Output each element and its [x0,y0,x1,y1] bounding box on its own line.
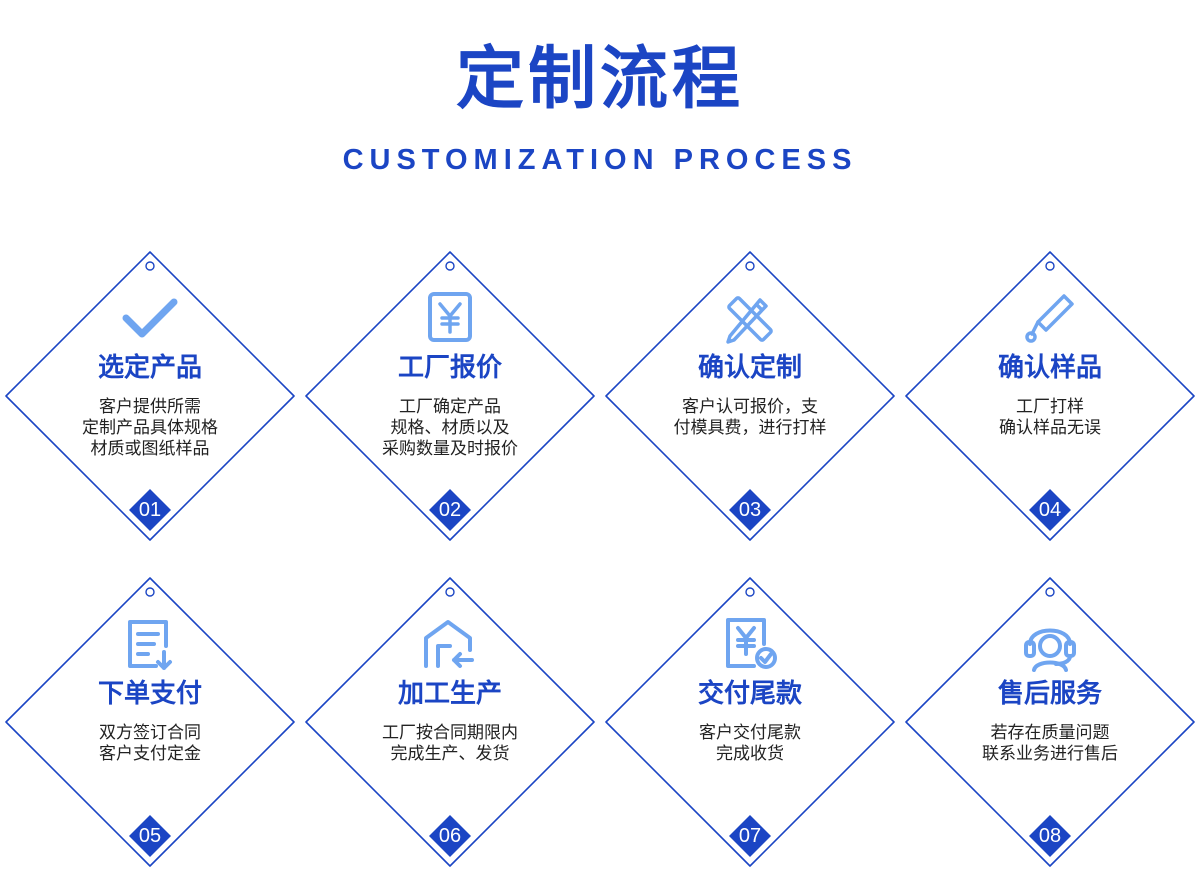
step-title: 加工生产 [397,679,502,709]
step-number: 05 [138,825,162,847]
diamond-frame [605,251,895,541]
order-download-icon [128,620,172,670]
step-description-line: 联系业务进行售后 [982,744,1118,764]
step-description-line: 双方签订合同 [99,723,201,743]
step-description-line: 完成生产、发货 [390,744,510,764]
step-number-badge [129,815,171,857]
step-description-line: 采购数量及时报价 [382,439,518,459]
step-description-line: 完成收货 [716,744,784,764]
factory-icon [424,620,474,668]
check-icon [122,298,178,338]
step-number: 03 [738,499,762,521]
step-description: 客户提供所需定制产品具体规格材质或图纸样品 [50,397,250,460]
step-description-line: 客户提供所需 [99,397,201,417]
step-number: 02 [438,499,462,521]
step-card-04: 确认样品 工厂打样确认样品无误 04 [900,246,1200,546]
page-subtitle: CUSTOMIZATION PROCESS [342,144,858,176]
step-card-02: 工厂报价 工厂确定产品规格、材质以及采购数量及时报价 02 [300,246,600,546]
step-description-line: 工厂打样 [1016,397,1084,417]
step-number: 07 [738,825,762,847]
step-description-line: 确认样品无误 [999,418,1101,438]
step-title: 选定产品 [97,353,202,383]
step-description-line: 材质或图纸样品 [90,439,210,459]
diamond-frame [905,577,1195,867]
diamond-frame [5,251,295,541]
step-number: 06 [438,825,462,847]
step-card-08: 售后服务 若存在质量问题联系业务进行售后 08 [900,572,1200,872]
diamond-frame [605,577,895,867]
step-description: 客户交付尾款完成收货 [650,723,850,765]
headset-icon [1024,628,1076,672]
step-description: 若存在质量问题联系业务进行售后 [950,723,1150,765]
step-title: 下单支付 [97,679,202,709]
diamond-frame [905,251,1195,541]
pencil-ruler-icon [726,296,773,344]
step-number-badge [1029,815,1071,857]
step-number-badge [129,489,171,531]
step-description: 双方签订合同客户支付定金 [50,723,250,765]
diamond-frame [305,577,595,867]
step-number: 08 [1038,825,1062,847]
step-description-line: 客户认可报价，支 [682,397,818,417]
step-number: 01 [138,499,162,521]
step-number-badge [429,815,471,857]
step-card-05: 下单支付 双方签订合同客户支付定金 05 [0,572,300,872]
step-description: 工厂按合同期限内完成生产、发货 [350,723,550,765]
step-title: 工厂报价 [397,353,502,383]
step-title: 交付尾款 [697,679,802,709]
step-card-03: 确认定制 客户认可报价，支付模具费，进行打样 03 [600,246,900,546]
step-number-badge [429,489,471,531]
yen-quote-icon [428,292,472,342]
step-card-06: 加工生产 工厂按合同期限内完成生产、发货 06 [300,572,600,872]
diamond-frame [5,577,295,867]
step-description: 客户认可报价，支付模具费，进行打样 [650,397,850,439]
diamond-frame [305,251,595,541]
page-title: 定制流程 [455,40,744,119]
step-number: 04 [1038,499,1062,521]
step-description-line: 定制产品具体规格 [82,418,218,438]
step-card-01: 选定产品 客户提供所需定制产品具体规格材质或图纸样品 01 [0,246,300,546]
step-card-07: 交付尾款 客户交付尾款完成收货 07 [600,572,900,872]
step-number-badge [729,489,771,531]
step-description-line: 客户交付尾款 [699,723,801,743]
step-description: 工厂打样确认样品无误 [950,397,1150,439]
step-description-line: 付模具费，进行打样 [673,418,827,438]
step-description-line: 规格、材质以及 [390,418,510,438]
step-description-line: 工厂按合同期限内 [382,723,518,743]
step-description: 工厂确定产品规格、材质以及采购数量及时报价 [350,397,550,460]
step-description-line: 客户支付定金 [99,744,201,764]
step-description-line: 若存在质量问题 [990,723,1110,743]
step-title: 售后服务 [997,679,1102,709]
step-number-badge [1029,489,1071,531]
step-title: 确认样品 [997,353,1102,383]
step-title: 确认定制 [697,353,802,383]
yen-check-icon [726,618,777,669]
step-number-badge [729,815,771,857]
pen-icon [1025,294,1074,343]
step-description-line: 工厂确定产品 [399,397,501,417]
